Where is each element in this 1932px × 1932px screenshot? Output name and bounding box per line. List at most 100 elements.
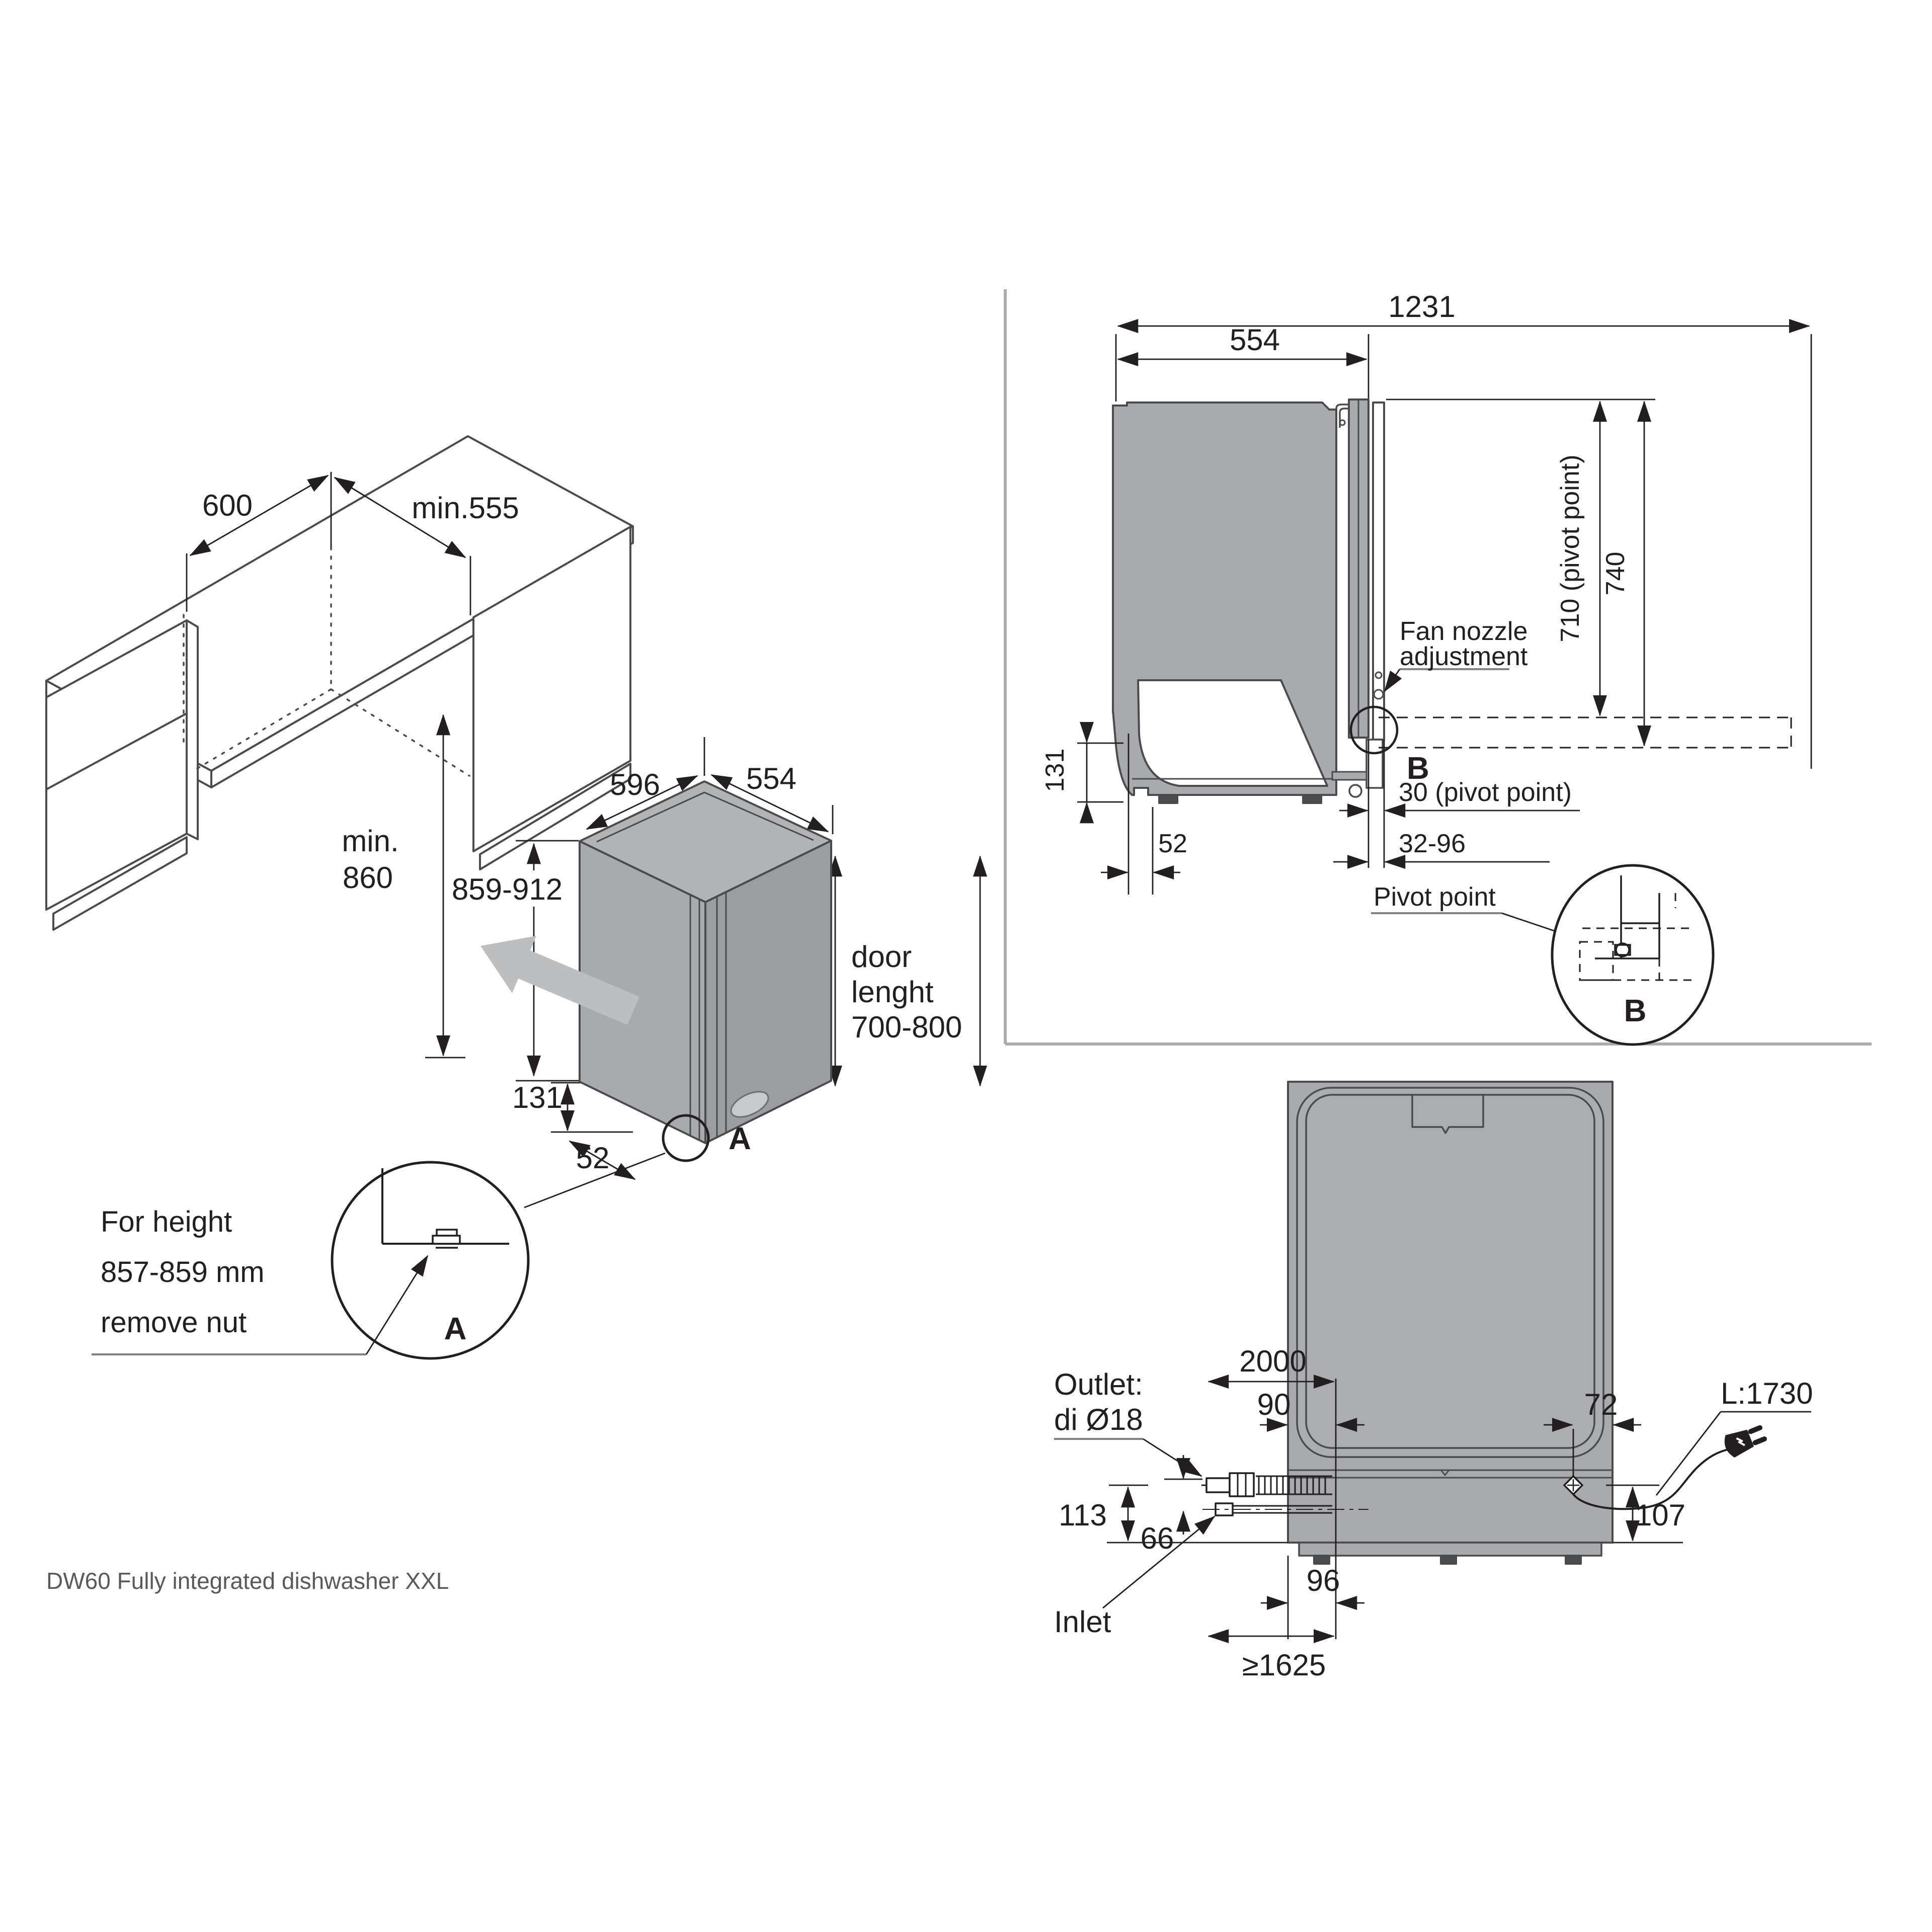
label-113: 113 (1059, 1498, 1107, 1532)
side-view (1112, 398, 1792, 804)
label-niche-height-2: 860 (343, 861, 393, 895)
label-pivot-point: Pivot point (1374, 882, 1496, 912)
side-tub-interior (1137, 679, 1328, 787)
side-foot-left (1158, 794, 1178, 804)
detail-a-marker-circle (662, 1114, 710, 1162)
detail-b-hidden-lines (1579, 893, 1692, 981)
label-107: 107 (1635, 1498, 1685, 1532)
power-cord (1563, 1425, 1767, 1510)
pivot-point-circle (1615, 942, 1630, 957)
inlet-leader (1102, 1515, 1216, 1609)
label-740: 740 (1601, 552, 1630, 596)
side-foot-right (1302, 794, 1322, 804)
label-detail-ref-b: B (1407, 751, 1429, 786)
left-cabinet-plinth (52, 836, 188, 931)
iso-view (45, 435, 634, 931)
label-96: 96 (1307, 1564, 1340, 1597)
dim554-line (710, 774, 829, 833)
drain-hose-fitting (1205, 1477, 1231, 1493)
label-fan-2: adjustment (1400, 642, 1528, 671)
insertion-arrow (480, 936, 639, 1025)
label-door-1: door (851, 940, 912, 974)
label-90: 90 (1257, 1388, 1291, 1421)
label-note-1: For height (101, 1205, 232, 1238)
rear-foot-left (1313, 1555, 1330, 1565)
left-cabinet-drawer-line (46, 712, 187, 790)
label-52-side: 52 (1158, 829, 1187, 858)
caption: DW60 Fully integrated dishwasher XXL (46, 1568, 449, 1594)
label-detail-a: A (444, 1312, 467, 1346)
label-outlet-2: di Ø18 (1054, 1403, 1143, 1436)
rear-tub-inner (1305, 1094, 1595, 1449)
label-detail-ref-a: A (729, 1121, 751, 1156)
rear-view (1201, 1081, 1767, 1565)
dim596-line (586, 775, 698, 830)
iso-labels: 600 min.555 min. 860 596 554 859-912 doo… (101, 489, 962, 1346)
detail-a-view (92, 1161, 530, 1360)
rear-band-notch (1440, 1470, 1450, 1476)
side-hinge-pin (1339, 419, 1346, 426)
inlet-hose (1202, 1502, 1369, 1516)
label-niche-width: min.555 (412, 491, 519, 525)
rear-top-bracket (1411, 1095, 1484, 1134)
detail-b-view (1551, 864, 1715, 1046)
label-72: 72 (1584, 1388, 1618, 1421)
label-outlet-1: Outlet: (1054, 1367, 1143, 1401)
right-cabinet-front (472, 526, 631, 852)
side-door-hinge-bracket (1335, 404, 1349, 428)
label-plinth-height: 131 (512, 1081, 562, 1114)
rear-dimensions (1054, 1375, 1811, 1643)
iso-dishwasher-box (524, 780, 832, 1209)
label-30-pivot: 30 (pivot point) (1399, 778, 1572, 807)
label-note-3: remove nut (101, 1306, 247, 1339)
detail-b-circle (1551, 864, 1715, 1046)
box-rear-foot-roller (730, 1091, 769, 1118)
label-1625: ≥1625 (1242, 1648, 1326, 1682)
open-door-projection (1379, 716, 1792, 749)
label-32-96: 32-96 (1399, 829, 1466, 858)
label-door-2: lenght (851, 975, 934, 1009)
label-counter-depth: 600 (202, 489, 253, 522)
label-1231: 1231 (1388, 290, 1455, 324)
left-cabinet-side-strip (186, 619, 199, 840)
iso-dimensions (186, 472, 987, 1180)
box-right-face (704, 840, 832, 1144)
rear-labels: 2000 90 72 L:1730 Outlet: di Ø18 113 66 … (1054, 1344, 1813, 1682)
label-box-width: 596 (610, 768, 660, 801)
label-2000: 2000 (1239, 1344, 1306, 1378)
fan-leader (1384, 669, 1402, 692)
label-554-side: 554 (1230, 323, 1280, 357)
box-top-inset-line (596, 791, 814, 843)
label-cord-length: L:1730 (1721, 1377, 1813, 1410)
detail-a-circle (331, 1161, 530, 1360)
label-box-depth: 554 (746, 762, 796, 795)
drain-hose-corrugation (1256, 1475, 1332, 1495)
panel-dividers (1004, 289, 1872, 1045)
drain-hose (1201, 1472, 1332, 1497)
side-labels: 1231 554 710 (pivot point) 740 131 52 Fa… (1040, 290, 1646, 1028)
detail-a-leader (524, 1152, 666, 1209)
adjustment-nut-icon (432, 1229, 461, 1249)
fan-nozzle-hole-lower (1373, 689, 1384, 700)
plug-icon (1724, 1425, 1767, 1458)
outlet-leader (1143, 1438, 1202, 1477)
rear-tub-outer (1296, 1087, 1604, 1458)
rear-foot-right (1565, 1555, 1582, 1565)
side-dimensions (1077, 319, 1812, 947)
side-door-roller (1348, 784, 1362, 798)
cord-curve (1572, 1448, 1730, 1510)
label-door-3: 700-800 (851, 1010, 962, 1044)
rear-base-strip (1298, 1542, 1602, 1557)
dim52-line (569, 1140, 636, 1180)
rear-foot-center (1440, 1555, 1457, 1565)
label-note-2: 857-859 mm (101, 1256, 265, 1289)
label-inlet: Inlet (1054, 1605, 1111, 1639)
note-leader-arrow (365, 1255, 429, 1355)
label-fan-1: Fan nozzle (1400, 617, 1527, 646)
drain-hose-nut (1229, 1472, 1255, 1497)
label-710: 710 (pivot point) (1556, 455, 1585, 642)
fan-nozzle-hole-upper (1375, 671, 1383, 679)
cord-length-leader (1655, 1411, 1722, 1496)
